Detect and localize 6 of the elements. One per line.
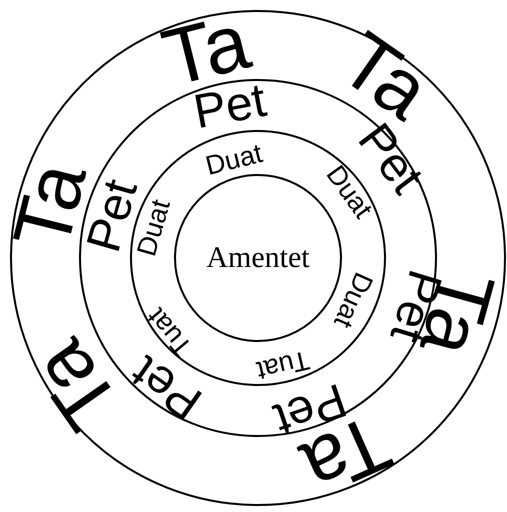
ring-label: Duat: [133, 197, 175, 260]
ring-label: Ta: [19, 328, 134, 443]
ring-label: Duat: [329, 268, 377, 332]
ring-label: Amentet: [206, 243, 310, 273]
ring-label: Duat: [202, 140, 264, 180]
ring-label: Tuat: [254, 346, 312, 384]
